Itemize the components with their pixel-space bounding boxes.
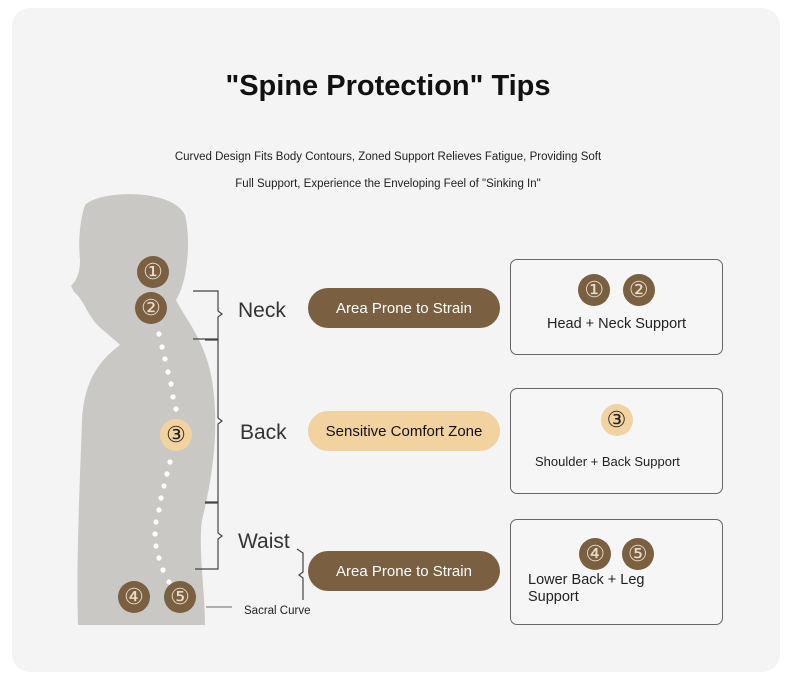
spine-dot: [153, 543, 159, 549]
sacral-bracket: [296, 548, 304, 600]
spine-dot: [168, 381, 174, 387]
spine-dot: [156, 555, 162, 561]
box-marker-4: ④: [579, 538, 612, 570]
region-label-waist: Waist: [238, 530, 290, 553]
marker-3: ③: [160, 419, 192, 451]
spine-dot: [164, 471, 170, 477]
spine-dot: [160, 567, 166, 573]
pill-back-comfort: Sensitive Comfort Zone: [308, 411, 500, 451]
box-label: Head + Neck Support: [546, 316, 687, 332]
region-brackets: [193, 290, 304, 608]
page-title: "Spine Protection" Tips: [225, 70, 551, 102]
spine-dot: [152, 531, 158, 537]
box-lower-back-leg: ④ ⑤ Lower Back + Leg Support: [510, 519, 723, 625]
spine-dots: [152, 331, 179, 585]
spine-dot: [162, 356, 168, 362]
box-label: Shoulder + Back Support: [535, 454, 680, 469]
spine-dot: [153, 519, 159, 525]
marker-2: ②: [135, 292, 167, 324]
spine-dot: [173, 406, 179, 412]
region-label-back: Back: [240, 421, 287, 444]
spine-dot: [156, 331, 162, 337]
spine-dot: [156, 507, 162, 513]
spine-dot: [167, 459, 173, 465]
box-marker-1: ①: [578, 274, 611, 306]
marker-4: ④: [118, 581, 150, 613]
subtitle-line-1: Curved Design Fits Body Contours, Zoned …: [174, 151, 602, 163]
marker-1: ①: [137, 256, 169, 288]
waist-bracket: [195, 502, 223, 570]
region-label-sacral: Sacral Curve: [244, 605, 311, 617]
body-silhouette: [71, 194, 216, 626]
box-head-neck: ① ② Head + Neck Support: [510, 259, 723, 355]
back-bracket: [205, 339, 223, 503]
spine-dot: [170, 394, 176, 400]
pill-neck-strain: Area Prone to Strain: [308, 288, 500, 328]
box-shoulder-back: ③ Shoulder + Back Support: [510, 388, 723, 494]
pill-waist-strain: Area Prone to Strain: [308, 551, 500, 591]
spine-dot: [165, 369, 171, 375]
region-label-neck: Neck: [238, 299, 286, 322]
spine-dot: [159, 344, 165, 350]
box-marker-3: ③: [600, 404, 633, 436]
neck-bracket: [193, 290, 223, 340]
box-marker-2: ②: [622, 274, 655, 306]
spine-dot: [161, 483, 167, 489]
marker-5: ⑤: [164, 581, 196, 613]
box-marker-5: ⑤: [621, 538, 654, 570]
spine-dot: [158, 495, 164, 501]
subtitle-line-2: Full Support, Experience the Enveloping …: [235, 178, 541, 190]
box-label: Lower Back + Leg Support: [528, 572, 645, 605]
